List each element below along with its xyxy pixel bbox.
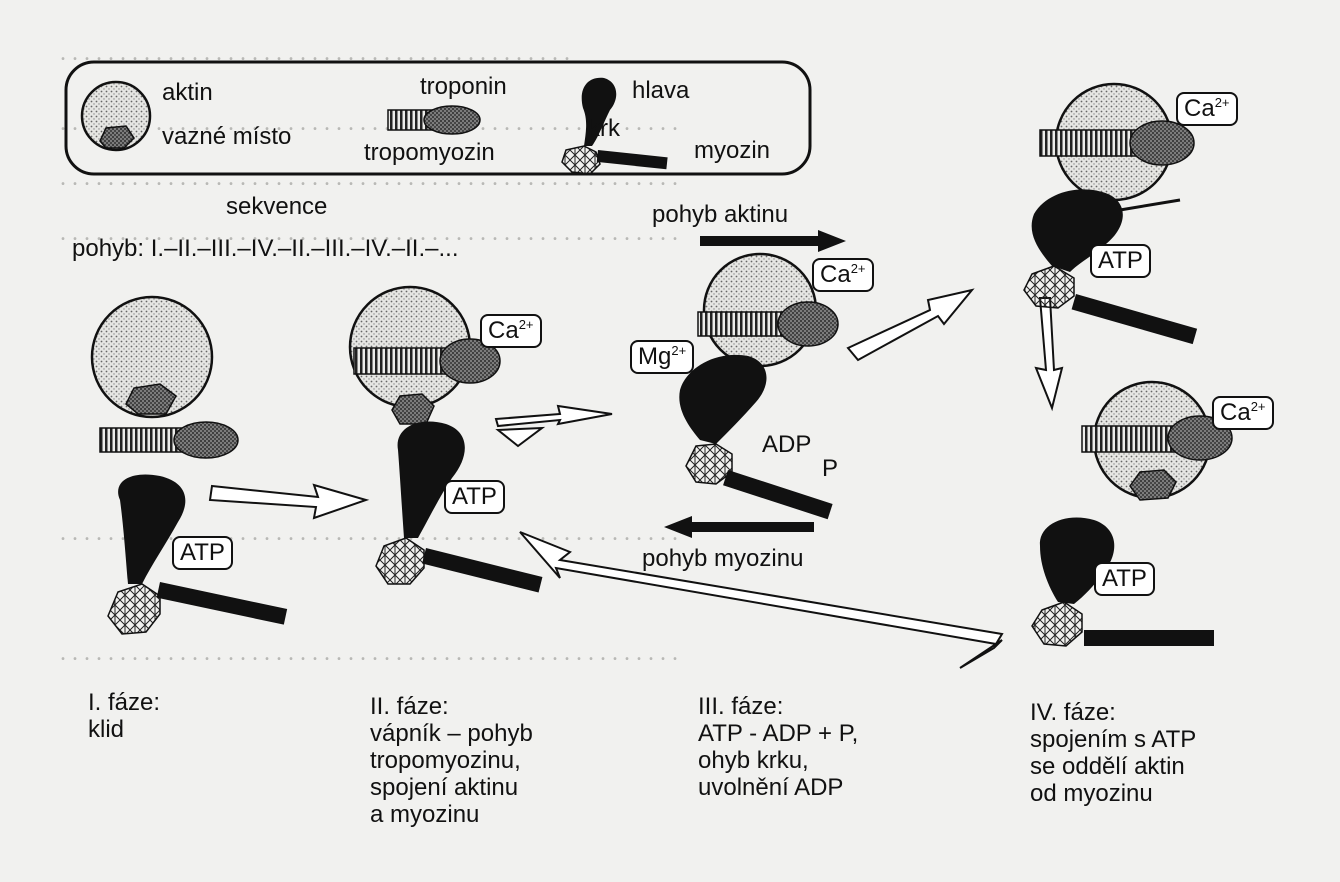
magnesium-badge: Mg2+ [630, 340, 694, 374]
atp-badge-phase-1: ATP [172, 536, 233, 570]
calcium-badge-phase-4-bottom: Ca2+ [1212, 396, 1274, 430]
adp-label: ADP [762, 432, 811, 459]
atp-badge-phase-4-bottom: ATP [1094, 562, 1155, 596]
legend-myosin-label: myozin [694, 138, 770, 165]
actin-movement-label: pohyb aktinu [652, 202, 788, 229]
phase-2-caption: II. fáze: vápník – pohyb tropomyozinu, s… [370, 694, 533, 828]
phase-1-caption: I. fáze: klid [88, 690, 160, 744]
myosin-movement-label: pohyb myozinu [642, 546, 803, 573]
phase-4-caption: IV. fáze: spojením s ATP se oddělí aktin… [1030, 700, 1196, 808]
atp-badge-phase-2: ATP [444, 480, 505, 514]
actin-movement-arrow [700, 230, 846, 252]
phase-4-top-illustration [1024, 84, 1197, 344]
phase-3-illustration [679, 254, 838, 519]
calcium-badge-phase-2: Ca2+ [480, 314, 542, 348]
phosphate-label: P [822, 456, 838, 483]
calcium-badge-phase-4-top: Ca2+ [1176, 92, 1238, 126]
legend-troponin-label: troponin [420, 74, 507, 101]
legend-neck-label: krk [588, 116, 620, 143]
calcium-badge-phase-3: Ca2+ [812, 258, 874, 292]
phase-3-caption: III. fáze: ATP - ADP + P, ohyb krku, uvo… [698, 694, 858, 802]
phase-4-bottom-illustration [1032, 382, 1232, 646]
legend-actin-icon [82, 82, 150, 150]
sequence-title: sekvence [226, 194, 327, 221]
sequence-text: pohyb: I.–II.–III.–IV.–II.–III.–IV.–II.–… [72, 236, 458, 263]
legend-aktin-label: aktin [162, 80, 213, 107]
phase-1-illustration [92, 297, 287, 634]
atp-badge-phase-4-top: ATP [1090, 244, 1151, 278]
legend-head-label: hlava [632, 78, 689, 105]
myosin-movement-arrow [664, 516, 814, 538]
legend-binding-site-label: vazné místo [162, 124, 291, 151]
legend-tropomyosin-label: tropomyozin [364, 140, 495, 167]
legend-troponin-tropomyosin-icon [388, 106, 480, 134]
